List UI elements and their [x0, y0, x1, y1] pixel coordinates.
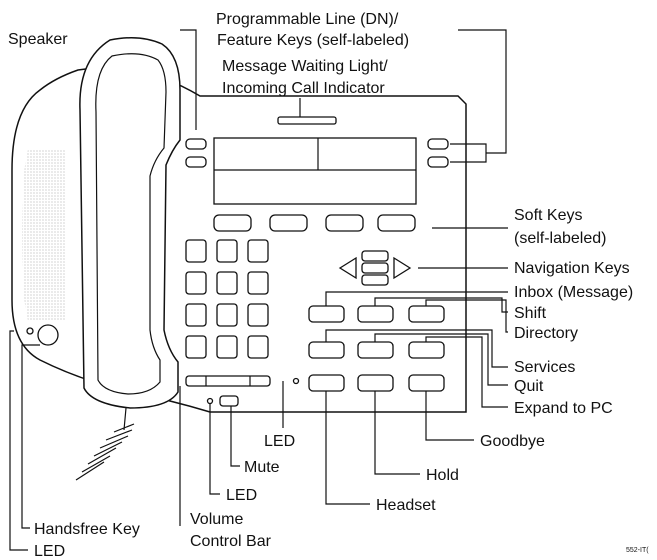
- label-inbox: Inbox (Message): [514, 284, 633, 301]
- line-key[interactable]: [185, 138, 207, 150]
- label-soft-keys: Soft Keys: [514, 207, 582, 224]
- reference-code: 552-IT(: [626, 547, 649, 554]
- mute-led: [206, 397, 214, 405]
- mute-key[interactable]: [219, 395, 239, 407]
- handset-cord: [75, 407, 135, 481]
- label-quit: Quit: [514, 378, 544, 395]
- soft-key[interactable]: [377, 214, 416, 232]
- soft-key[interactable]: [325, 214, 364, 232]
- navigation-left-key[interactable]: [338, 256, 357, 280]
- line-key[interactable]: [427, 156, 449, 168]
- soft-key[interactable]: [269, 214, 308, 232]
- speaker-grille: [22, 150, 66, 320]
- label-led-headset: LED: [264, 433, 295, 450]
- dial-key[interactable]: [247, 239, 269, 263]
- headset-led: [292, 377, 300, 385]
- dial-key[interactable]: [216, 271, 238, 295]
- label-directory: Directory: [514, 325, 578, 342]
- dial-key[interactable]: [185, 303, 207, 327]
- handset: [79, 37, 181, 409]
- label-speaker: Speaker: [8, 31, 68, 48]
- expand-to-pc-key[interactable]: [408, 341, 445, 359]
- label-services: Services: [514, 359, 575, 376]
- message-waiting-light: [277, 116, 337, 125]
- label-led-mute: LED: [226, 487, 257, 504]
- handsfree-key[interactable]: [37, 324, 59, 346]
- dial-key[interactable]: [185, 239, 207, 263]
- line-key[interactable]: [185, 156, 207, 168]
- label-expand-to-pc: Expand to PC: [514, 400, 613, 417]
- shift-key[interactable]: [357, 305, 394, 323]
- dial-key[interactable]: [247, 271, 269, 295]
- label-goodbye: Goodbye: [480, 433, 545, 450]
- line-key[interactable]: [427, 138, 449, 150]
- dial-pad: [185, 239, 269, 359]
- headset-key[interactable]: [308, 374, 345, 392]
- dial-key[interactable]: [216, 239, 238, 263]
- directory-key[interactable]: [408, 305, 445, 323]
- label-programmable-keys: Programmable Line (DN)/: [216, 11, 399, 28]
- navigation-up-key[interactable]: [361, 250, 389, 262]
- services-key[interactable]: [308, 341, 345, 359]
- volume-control-bar[interactable]: [185, 375, 271, 387]
- dial-key[interactable]: [247, 303, 269, 327]
- handsfree-led: [26, 327, 34, 335]
- dial-key[interactable]: [247, 335, 269, 359]
- dial-key[interactable]: [216, 303, 238, 327]
- label-message-waiting: Incoming Call Indicator: [222, 80, 385, 97]
- dial-key[interactable]: [185, 271, 207, 295]
- quit-key[interactable]: [357, 341, 394, 359]
- label-volume: Volume: [190, 511, 243, 528]
- navigation-right-key[interactable]: [393, 256, 412, 280]
- inbox-key[interactable]: [308, 305, 345, 323]
- label-navigation-keys: Navigation Keys: [514, 260, 630, 277]
- navigation-center-key[interactable]: [361, 262, 389, 274]
- soft-key[interactable]: [213, 214, 252, 232]
- handset-inner: [95, 53, 167, 395]
- navigation-down-key[interactable]: [361, 274, 389, 286]
- label-shift: Shift: [514, 305, 547, 322]
- display-screen: [213, 137, 417, 205]
- label-handsfree-key: Handsfree Key: [34, 521, 140, 538]
- dial-key[interactable]: [216, 335, 238, 359]
- hold-key[interactable]: [357, 374, 394, 392]
- dial-key[interactable]: [185, 335, 207, 359]
- goodbye-key[interactable]: [408, 374, 445, 392]
- label-hold: Hold: [426, 467, 459, 484]
- label-message-waiting: Message Waiting Light/: [222, 58, 388, 75]
- label-headset: Headset: [376, 497, 436, 514]
- leader-lines: [9, 29, 508, 551]
- label-soft-keys: (self-labeled): [514, 230, 606, 247]
- label-mute: Mute: [244, 459, 280, 476]
- label-volume: Control Bar: [190, 533, 272, 550]
- label-programmable-keys: Feature Keys (self-labeled): [217, 32, 409, 49]
- label-led-handsfree: LED: [34, 543, 65, 560]
